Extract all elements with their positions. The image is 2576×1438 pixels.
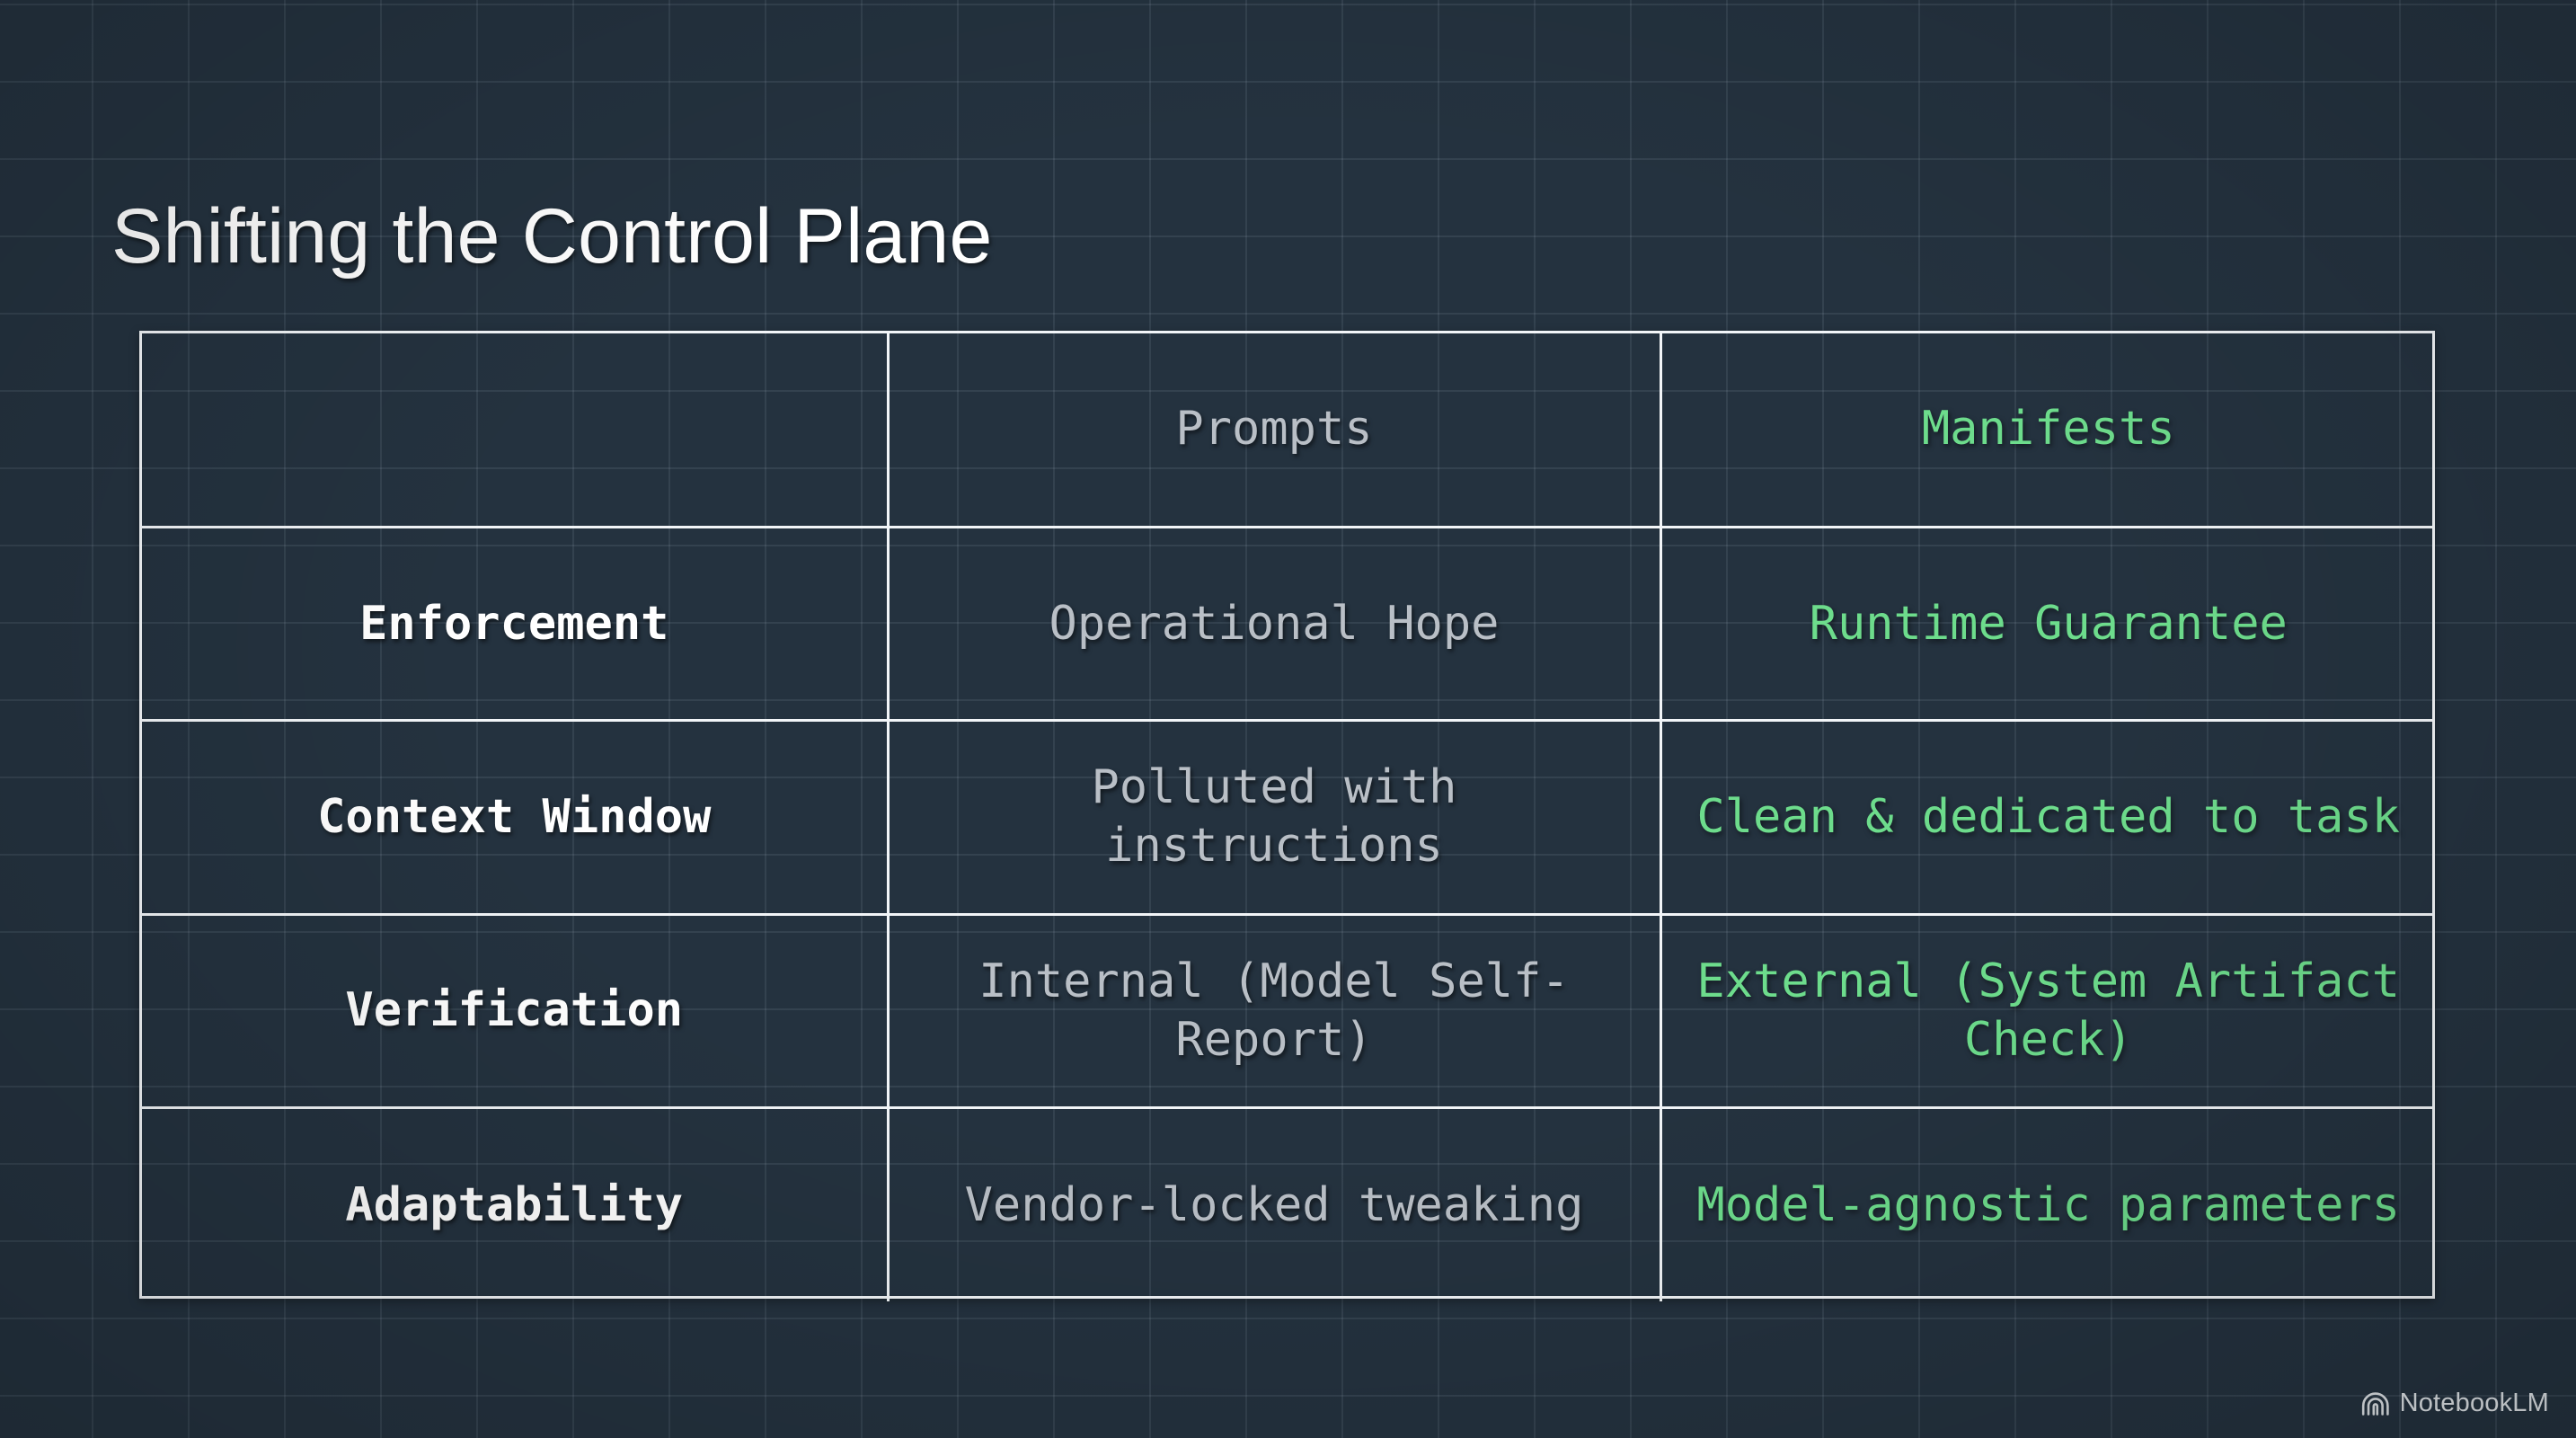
cell-adaptability-prompts: Vendor-locked tweaking <box>886 1106 1662 1301</box>
row-label-context-window: Context Window <box>142 719 890 916</box>
row-label-adaptability: Adaptability <box>142 1106 890 1301</box>
notebooklm-label: NotebookLM <box>2399 1388 2549 1417</box>
notebooklm-spiral-icon <box>2360 1388 2391 1418</box>
table-row: Adaptability Vendor-locked tweaking Mode… <box>142 1106 2435 1301</box>
cell-verification-manifests: External (System Artifact Check) <box>1659 912 2435 1110</box>
notebooklm-watermark: NotebookLM <box>2360 1388 2549 1418</box>
comparison-table: Prompts Manifests Enforcement Operationa… <box>139 331 2435 1301</box>
page-title: Shifting the Control Plane <box>111 192 993 280</box>
cell-adaptability-manifests: Model-agnostic parameters <box>1659 1106 2435 1301</box>
table-row: Verification Internal (Model Self-Report… <box>142 912 2435 1110</box>
table-row: Context Window Polluted with instruction… <box>142 719 2435 916</box>
table-row: Enforcement Operational Hope Runtime Gua… <box>142 525 2435 723</box>
table-header-row: Prompts Manifests <box>142 333 2435 528</box>
cell-context-window-manifests: Clean & dedicated to task <box>1659 719 2435 916</box>
table-corner-cell <box>142 333 890 528</box>
column-header-manifests: Manifests <box>1659 333 2435 528</box>
cell-enforcement-manifests: Runtime Guarantee <box>1659 525 2435 723</box>
cell-enforcement-prompts: Operational Hope <box>886 525 1662 723</box>
row-label-verification: Verification <box>142 912 890 1110</box>
row-label-enforcement: Enforcement <box>142 525 890 723</box>
column-header-prompts: Prompts <box>886 333 1662 528</box>
cell-context-window-prompts: Polluted with instructions <box>886 719 1662 916</box>
comparison-table-grid: Prompts Manifests Enforcement Operationa… <box>142 333 2435 1301</box>
cell-verification-prompts: Internal (Model Self-Report) <box>886 912 1662 1110</box>
